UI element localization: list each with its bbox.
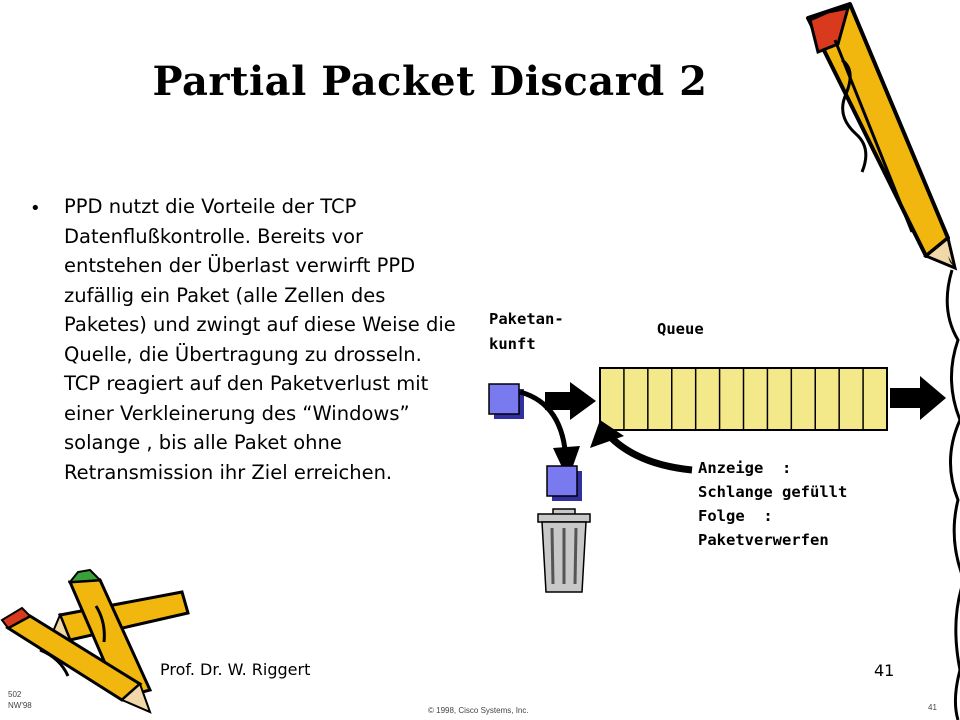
- feedback-arrow-icon: [590, 420, 693, 474]
- course-code: NW'98: [8, 701, 32, 710]
- input-arrow-icon: [545, 382, 596, 420]
- arrival-label: Paketan- kunft: [489, 307, 564, 357]
- slide-title: Partial Packet Discard 2: [152, 58, 708, 105]
- pencils-icon: [0, 568, 190, 714]
- indicator-line: Paketverwerfen: [698, 531, 829, 549]
- indicator-line: Folge :: [698, 507, 773, 525]
- bullet-marker: •: [30, 198, 41, 219]
- author: Prof. Dr. W. Riggert: [160, 660, 311, 679]
- dropped-packet-icon: [546, 465, 582, 501]
- bullet-text: PPD nutzt die Vorteile der TCP Datenfluß…: [64, 195, 456, 484]
- pencil-icon: [806, 2, 960, 720]
- drop-arrow-icon: [519, 389, 580, 480]
- indicator-line: Anzeige :: [698, 459, 792, 477]
- arrival-label-line: Paketan-: [489, 310, 564, 328]
- indicator-label: Anzeige : Schlange gefüllt Folge : Paket…: [698, 456, 847, 552]
- footer-page-number: 41: [928, 703, 937, 712]
- queue-label: Queue: [657, 320, 704, 338]
- output-arrow-icon: [890, 376, 946, 420]
- queue-buffer: [599, 367, 888, 431]
- trash-can-icon: [537, 508, 591, 593]
- arriving-packet-icon: [488, 383, 524, 419]
- indicator-line: Schlange gefüllt: [698, 483, 848, 501]
- course-code: 502: [8, 690, 22, 699]
- page-number: 41: [874, 661, 895, 680]
- copyright: © 1998, Cisco Systems, Inc.: [428, 706, 529, 715]
- arrival-label-line: kunft: [489, 335, 536, 353]
